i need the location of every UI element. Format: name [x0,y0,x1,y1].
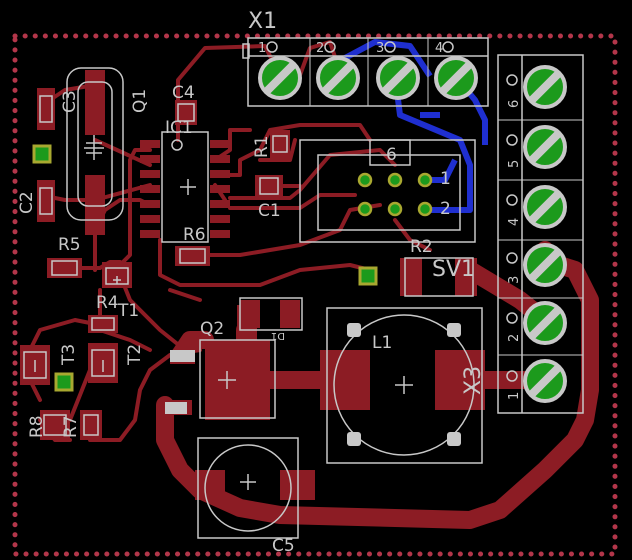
x1-pads [258,56,478,100]
label-x1: X1 [248,9,277,34]
label-x1-pin3: 3 [376,41,384,56]
label-r2: R2 [410,237,433,257]
sv1-pad-2b [417,172,433,188]
label-x1-pin2: 2 [316,41,324,56]
label-x3-pin5: 5 [507,160,522,168]
label-x1-pin1: 1 [258,41,266,56]
d1-pad-right [280,300,300,328]
vias [32,144,378,392]
c5-pad-left [195,470,225,500]
label-r7: R7 [61,415,81,438]
label-r8: R8 [27,415,47,438]
label-c1: C1 [258,201,281,221]
label-x3-pin2: 2 [507,334,522,342]
label-d1: D1 [271,330,285,341]
label-x3-pin3: 3 [507,276,522,284]
r2-pad-right [455,258,477,296]
label-r1: R1 [252,135,272,158]
label-t3: T3 [59,344,79,366]
header-sv1 [299,139,476,243]
label-r6: R6 [183,225,206,245]
l1-pad-right [435,350,485,410]
q1-crystal-pad-bottom [85,175,105,235]
l1-corner-pads [165,323,461,446]
label-sv1: SV1 [432,257,475,282]
label-c4: C4 [172,83,195,103]
q2-body [199,339,276,419]
sv1-pad-4 [387,172,403,188]
label-c5: C5 [272,536,295,556]
label-ic1: IC1 [165,118,193,138]
q1-crystal-pad-top [85,70,105,135]
l1-body [326,307,483,464]
q1-body [66,67,124,221]
label-c2: C2 [17,191,37,214]
label-t1: T1 [117,301,139,321]
label-q1: Q1 [130,89,150,113]
via-3 [54,372,74,392]
c5-body [197,437,299,539]
label-r5: R5 [58,235,81,255]
label-x3-pin1: 1 [507,392,522,400]
l1-pad-left [320,350,370,410]
board-outline [12,33,618,557]
via-2 [358,266,378,286]
label-r4: R4 [96,293,119,313]
label-q2: Q2 [200,319,224,339]
sv1-pad-3 [387,201,403,217]
sv1-pad-1 [417,201,433,217]
label-x3-pin4: 4 [507,218,522,226]
label-x1-pin4: 4 [435,41,443,56]
label-t2: T2 [125,344,145,366]
label-l1: L1 [372,333,392,353]
silkscreen-crosshairs [34,135,413,490]
connector-x1 [242,37,489,107]
label-x3: X3 [461,366,486,395]
label-sv1-pin1: 1 [440,169,451,189]
r2-pad-left [400,258,422,296]
via-1 [32,144,52,164]
sv1-pad-6 [357,172,373,188]
label-c3: C3 [60,90,80,113]
d1-pad-left [240,300,260,328]
connector-x3 [497,54,584,414]
sv1-pad-5 [357,201,373,217]
silkscreen-smd [23,67,483,539]
q2-tab-pad [205,340,270,420]
label-sv1-pin2: 2 [440,199,451,219]
label-x3-pin6: 6 [507,100,522,108]
label-sv1-pin6: 6 [386,145,397,165]
component-labels: X1 1 2 3 4 Q1 C3 C4 IC1 R1 C2 C1 R6 R5 R… [17,9,522,556]
ic1-body [161,131,209,243]
